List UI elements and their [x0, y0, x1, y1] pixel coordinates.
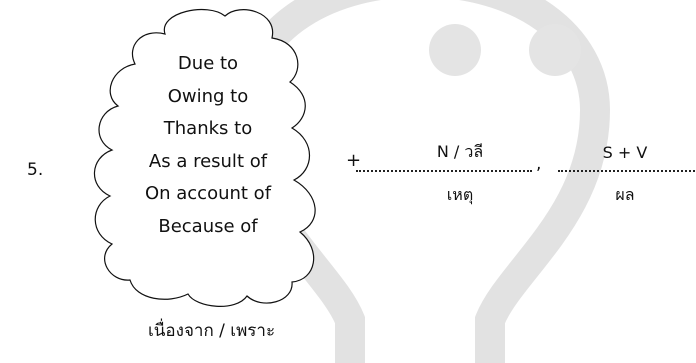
phrase-on-account-of: On account of: [144, 183, 272, 204]
phrase-due-to: Due to: [177, 53, 239, 74]
effect-top-label: S + V: [602, 143, 648, 162]
phrases-caption: เนื่องจาก / เพราะ: [148, 321, 276, 341]
cause-top-label: N / วลี: [436, 142, 484, 161]
phrase-because-of: Because of: [158, 215, 258, 237]
phrase-thanks-to: Thanks to: [163, 118, 253, 139]
effect-blank-line: [558, 156, 696, 172]
cause-bottom-label: เหตุ: [446, 185, 474, 204]
effect-bottom-label: ผล: [615, 185, 635, 204]
phrase-as-a-result-of: As a result of: [148, 150, 268, 172]
comma: ,: [536, 154, 542, 174]
plus-sign: +: [346, 150, 362, 171]
phrase-owing-to: Owing to: [167, 85, 249, 107]
phrase-list: Due to Owing to Thanks to As a result of…: [108, 48, 308, 243]
item-number: 5.: [27, 160, 44, 180]
cause-blank-line: [356, 156, 532, 172]
